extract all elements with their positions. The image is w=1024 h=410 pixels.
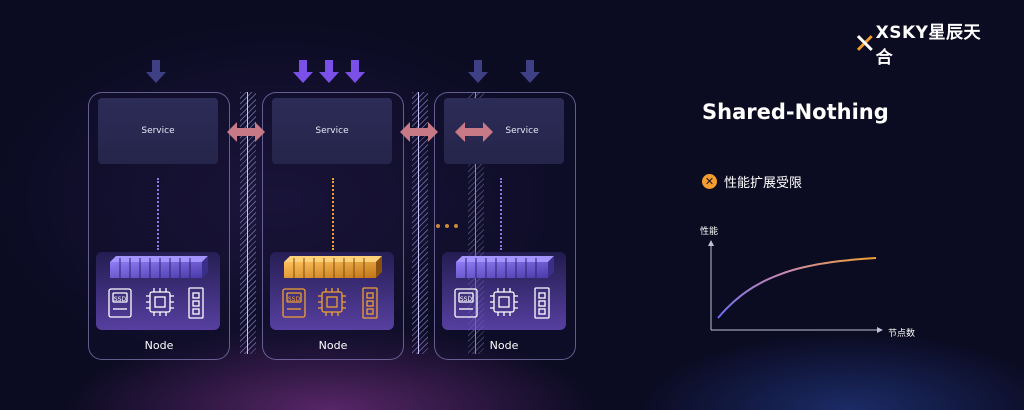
service-label: Service <box>141 126 175 136</box>
connector-line-2 <box>332 178 334 250</box>
request-arrow-icon <box>146 60 166 83</box>
disk-stack-3-icon <box>456 256 554 278</box>
service-box-2: Service <box>272 98 392 164</box>
xsky-logo-icon <box>856 35 873 51</box>
ssd-text: SSD <box>460 296 473 303</box>
service-box-1: Service <box>98 98 218 164</box>
connector-line-1 <box>157 178 159 250</box>
memory-icon <box>188 287 204 319</box>
node-label-2: Node <box>318 339 348 352</box>
disk-stack-2-icon <box>284 256 382 278</box>
performance-curve <box>717 257 877 319</box>
partition-line-3 <box>475 92 476 354</box>
cpu-icon <box>490 288 518 316</box>
close-circle-icon: ✕ <box>702 174 717 189</box>
performance-chart <box>708 240 883 333</box>
ssd-icon <box>454 288 478 318</box>
x-axis-label: 节点数 <box>888 329 916 339</box>
ssd-icon <box>282 288 306 318</box>
limitation-text: 性能扩展受限 <box>724 176 803 191</box>
bidirectional-arrow-icon <box>227 122 493 142</box>
service-label: Service <box>505 126 539 136</box>
disk-stack-1-icon <box>110 256 208 278</box>
y-axis-label: 性能 <box>700 227 719 237</box>
memory-icon <box>534 287 550 319</box>
request-arrows-icon <box>468 60 540 83</box>
ssd-icon <box>108 288 132 318</box>
ellipsis-dot <box>436 224 440 228</box>
node-label-1: Node <box>144 339 174 352</box>
brand-name: XSKY星辰天合 <box>875 23 981 68</box>
cpu-icon <box>146 288 174 316</box>
cpu-icon <box>318 288 346 316</box>
ssd-text: SSD <box>288 296 301 303</box>
ellipsis-dot <box>454 224 458 228</box>
service-label: Service <box>315 126 349 136</box>
partition-line-2 <box>418 92 419 354</box>
partition-line-1 <box>247 92 248 354</box>
node-label-3: Node <box>489 339 519 352</box>
request-arrows-icon <box>293 60 365 83</box>
partition-divider-2 <box>412 92 428 354</box>
brand-logo: XSKY星辰天合 <box>856 23 996 68</box>
connector-line-3 <box>500 178 502 250</box>
limitation-item: ✕ 性能扩展受限 <box>702 172 802 191</box>
partition-divider-1 <box>240 92 256 354</box>
memory-icon <box>362 287 378 319</box>
ssd-text: SSD <box>114 296 127 303</box>
ellipsis-dot <box>445 224 449 228</box>
panel-title: Shared-Nothing <box>702 100 889 124</box>
